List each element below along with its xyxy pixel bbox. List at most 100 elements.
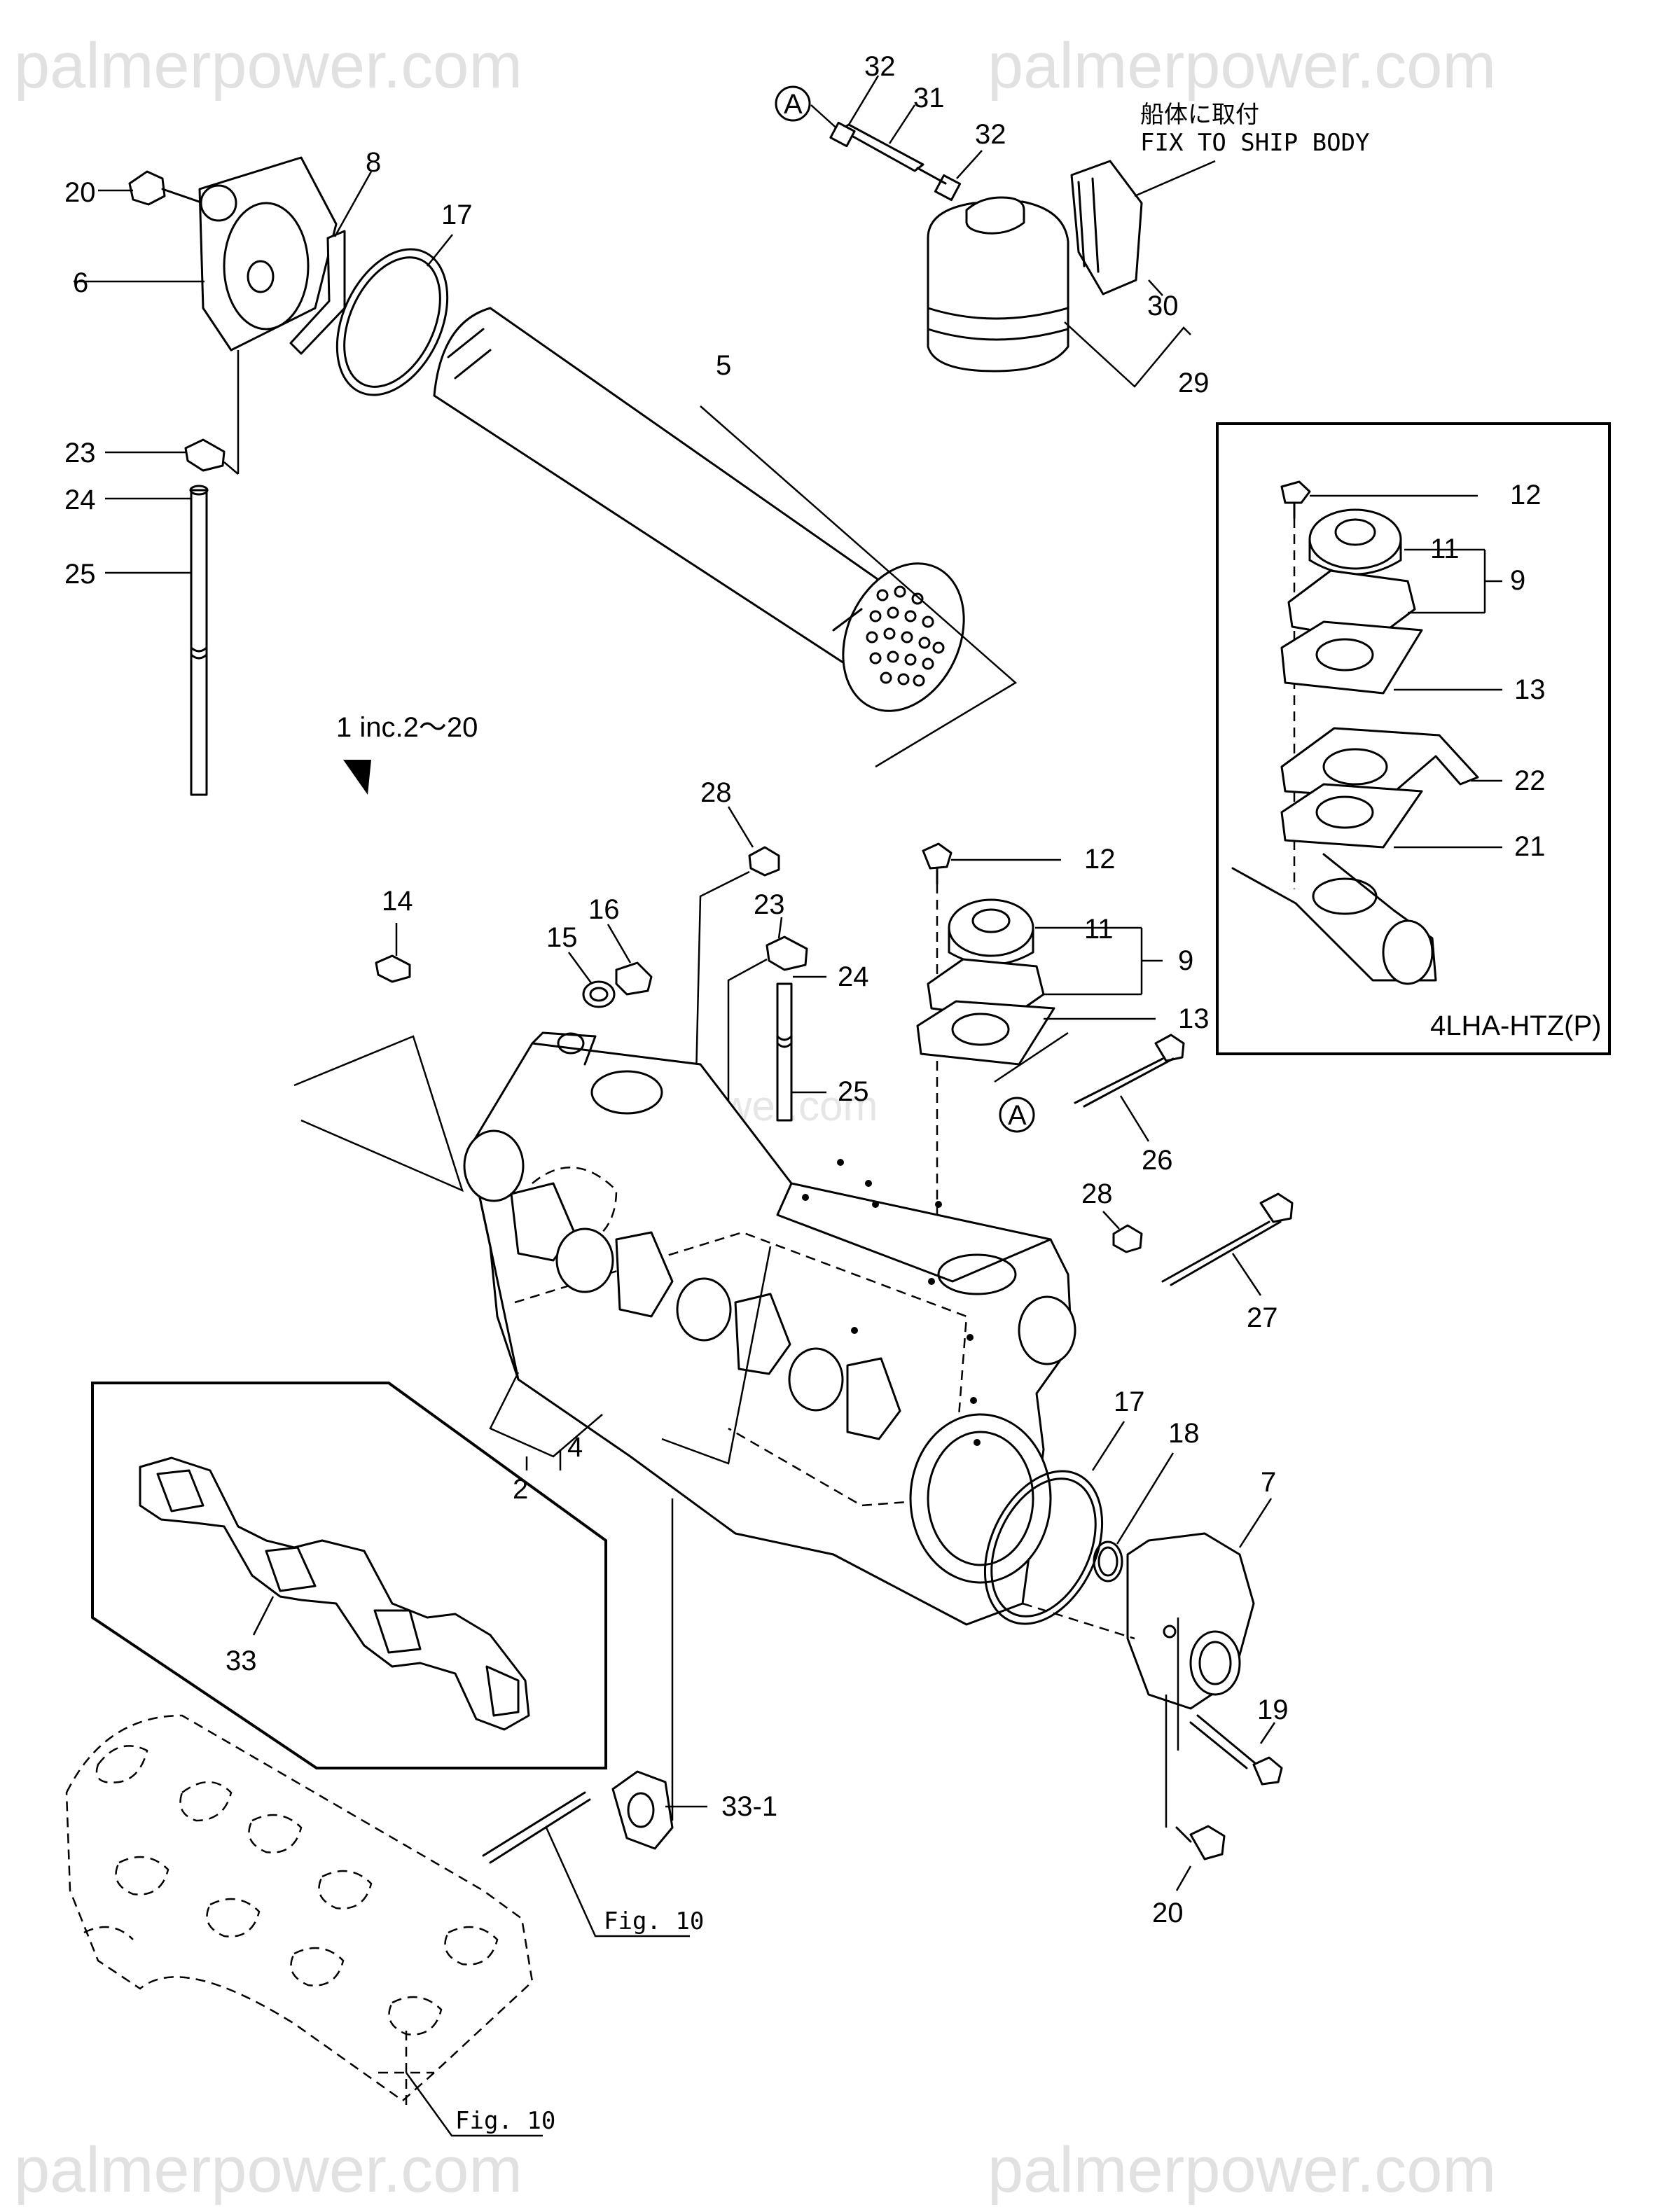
kit-arrow-icon bbox=[343, 760, 371, 795]
part-6-label: 6 bbox=[73, 267, 88, 298]
part-23b-label: 23 bbox=[754, 889, 785, 920]
part-29-label: 29 bbox=[1178, 368, 1210, 398]
inset-bolt-12 bbox=[1280, 480, 1311, 504]
part-12b-label: 12 bbox=[1084, 844, 1116, 875]
cylinder-head-outline bbox=[65, 1714, 534, 2102]
tube-holes bbox=[866, 585, 945, 687]
part-13b-label: 13 bbox=[1178, 1003, 1210, 1034]
part-19-label: 19 bbox=[1257, 1695, 1289, 1725]
manifold-dots bbox=[802, 1159, 981, 1446]
clamp-32-a bbox=[829, 121, 856, 148]
inset-model-label: 4LHA-HTZ(P) bbox=[1430, 1010, 1601, 1041]
cover-outlet bbox=[1189, 1630, 1241, 1696]
part-15-label: 15 bbox=[546, 922, 578, 953]
inset-outlet bbox=[1382, 919, 1434, 985]
plug-14 bbox=[375, 954, 411, 983]
ship-body-en: FIX TO SHIP BODY bbox=[1140, 129, 1370, 157]
flange-b bbox=[615, 1231, 674, 1318]
nut-28-b bbox=[1112, 1224, 1143, 1253]
watermark-bottom-left: palmerpower.com bbox=[14, 2134, 522, 2206]
cylinder-head-reference: Fig. 10 bbox=[65, 1714, 555, 2137]
part-7-label: 7 bbox=[1261, 1467, 1276, 1498]
bolt-26-head bbox=[1154, 1034, 1185, 1062]
end-cover-group: 17 18 7 19 20 bbox=[983, 1386, 1289, 1928]
bracket-30 bbox=[1070, 160, 1143, 295]
o-ring-17-a bbox=[335, 248, 449, 396]
gasket-inset: 33 bbox=[91, 1382, 607, 1769]
watermark-top-right: palmerpower.com bbox=[988, 30, 1496, 102]
part-33-1-label: 33-1 bbox=[721, 1791, 777, 1822]
cooler-core-5 bbox=[433, 307, 912, 674]
part-17b-label: 17 bbox=[1114, 1386, 1145, 1417]
part-30-label: 30 bbox=[1147, 291, 1179, 321]
reference-a-top-circle bbox=[775, 85, 811, 122]
gasket-13 bbox=[916, 1000, 1055, 1066]
reference-a-top: A bbox=[784, 89, 803, 120]
o-ring-17-b bbox=[983, 1470, 1104, 1625]
ship-body-jp: 船体に取付 bbox=[1140, 101, 1259, 129]
gasket-inset-frame bbox=[91, 1382, 607, 1769]
port-a bbox=[463, 1129, 525, 1202]
port-b bbox=[555, 1227, 614, 1293]
expansion-tank-assembly: A 32 31 32 船体に取付 FIX TO SHIP BODY 30 29 bbox=[775, 51, 1370, 398]
gasket-33-1 bbox=[611, 1770, 674, 1850]
exhaust-gasket-33 bbox=[139, 1456, 530, 1731]
part-23a-label: 23 bbox=[64, 438, 96, 468]
inset-part-9-label: 9 bbox=[1510, 565, 1525, 596]
o-ring-18 bbox=[1093, 1540, 1123, 1583]
part-32b-label: 32 bbox=[975, 119, 1006, 150]
flange-d bbox=[846, 1357, 901, 1440]
tube-25-a bbox=[190, 489, 208, 796]
end-cover-6 bbox=[198, 156, 338, 352]
plug-16 bbox=[615, 961, 653, 996]
nut-28-a bbox=[748, 846, 780, 877]
inset-part-12-label: 12 bbox=[1510, 480, 1542, 510]
part-8-label: 8 bbox=[366, 147, 381, 178]
part-24a-label: 24 bbox=[64, 485, 96, 515]
expansion-tank-29 bbox=[927, 200, 1069, 373]
exhaust-manifold-group: 14 15 16 28 23 24 25 12 11 9 bbox=[293, 777, 1294, 1821]
inset-part-11-label: 11 bbox=[1430, 534, 1460, 564]
part-17a-label: 17 bbox=[441, 200, 473, 230]
reference-a-mid-circle bbox=[999, 1097, 1035, 1133]
kit-label: 1 inc.2～20 bbox=[336, 712, 478, 743]
part-25a-label: 25 bbox=[64, 559, 96, 590]
part-5-label: 5 bbox=[716, 350, 731, 381]
part-31-label: 31 bbox=[913, 83, 945, 113]
part-18-label: 18 bbox=[1168, 1418, 1200, 1449]
tube-25-b bbox=[776, 982, 793, 1122]
bolt-19 bbox=[1252, 1756, 1283, 1786]
nipple-23-b bbox=[766, 935, 808, 971]
part-16-label: 16 bbox=[588, 894, 620, 925]
inset-frame bbox=[1216, 422, 1611, 1055]
part-9b-label: 9 bbox=[1178, 945, 1193, 976]
port-c bbox=[676, 1277, 732, 1342]
tank-cap bbox=[965, 196, 1025, 235]
part-20b-label: 20 bbox=[1152, 1898, 1184, 1928]
side-outlet bbox=[1018, 1295, 1076, 1365]
watermark-bottom-right: palmerpower.com bbox=[988, 2134, 1496, 2206]
inset-part-22-label: 22 bbox=[1514, 765, 1546, 796]
part-28b-label: 28 bbox=[1081, 1178, 1113, 1209]
part-33-label: 33 bbox=[226, 1646, 257, 1676]
part-27-label: 27 bbox=[1247, 1302, 1278, 1333]
part-28a-label: 28 bbox=[700, 777, 732, 808]
gasket-33-1-group: 33-1 Fig. 10 bbox=[482, 1770, 777, 1938]
part-26-label: 26 bbox=[1142, 1145, 1173, 1176]
bolt-20-bottom bbox=[1189, 1825, 1226, 1860]
nipple-23-a bbox=[184, 438, 226, 472]
tube-plate bbox=[842, 562, 965, 712]
gasket-8 bbox=[289, 230, 346, 355]
inset-part-13-label: 13 bbox=[1514, 674, 1546, 705]
part-32a-label: 32 bbox=[864, 51, 896, 82]
fig10-ref-b: Fig. 10 bbox=[455, 2107, 555, 2135]
inset-4lha-htz: 12 11 9 13 22 21 4LHA-HTZ(P) bbox=[1216, 422, 1611, 1055]
part-4-label: 4 bbox=[567, 1432, 583, 1463]
heat-exchanger-core-group: 20 6 8 17 5 23 bbox=[64, 147, 1018, 796]
part-24b-label: 24 bbox=[838, 961, 869, 992]
bolt-12-main bbox=[922, 842, 953, 870]
end-bore bbox=[909, 1413, 1052, 1584]
watermark-top-left: palmerpower.com bbox=[14, 30, 522, 102]
